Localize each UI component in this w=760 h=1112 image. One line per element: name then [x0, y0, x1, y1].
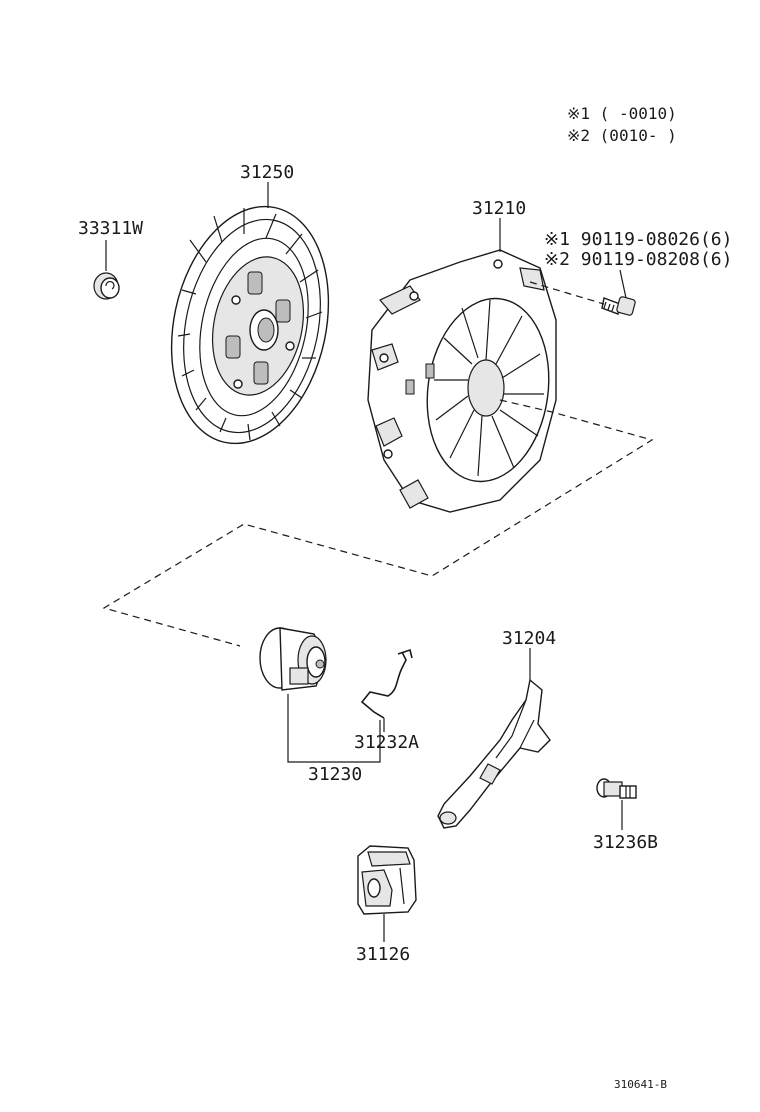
release-fork-31204[interactable] [437, 678, 551, 829]
clutch-disc-31250[interactable] [151, 192, 350, 458]
clutch-cover-31210[interactable] [367, 249, 560, 513]
bushing-33311w[interactable] [93, 272, 120, 300]
note-2: ※2 (0010- ) [567, 126, 677, 145]
bolt-label-2[interactable]: ※2 90119-08208(6) [544, 249, 732, 270]
pivot-stud-31236b[interactable] [596, 778, 637, 799]
leader-31230 [287, 694, 381, 763]
dash-bolt-to-cover [529, 281, 605, 305]
boot-31126[interactable] [357, 845, 417, 915]
bolt-90119[interactable] [601, 296, 636, 316]
diagram-id: 310641-B [614, 1078, 667, 1091]
bolt-label-1[interactable]: ※1 90119-08026(6) [544, 229, 732, 250]
dash-alignment [102, 399, 654, 647]
label-31250[interactable]: 31250 [240, 162, 294, 183]
label-31204[interactable]: 31204 [502, 628, 556, 649]
release-bearing-31230[interactable] [259, 627, 327, 691]
label-33311w[interactable]: 33311W [78, 218, 143, 239]
label-31126[interactable]: 31126 [356, 944, 410, 965]
label-31236b[interactable]: 31236B [593, 832, 658, 853]
label-31210[interactable]: 31210 [472, 198, 526, 219]
label-31230[interactable]: 31230 [308, 764, 362, 785]
leader-bolt [619, 269, 627, 299]
clip-31232a[interactable] [360, 648, 413, 719]
label-31232a[interactable]: 31232A [354, 732, 419, 753]
note-1: ※1 ( -0010) [567, 104, 677, 123]
